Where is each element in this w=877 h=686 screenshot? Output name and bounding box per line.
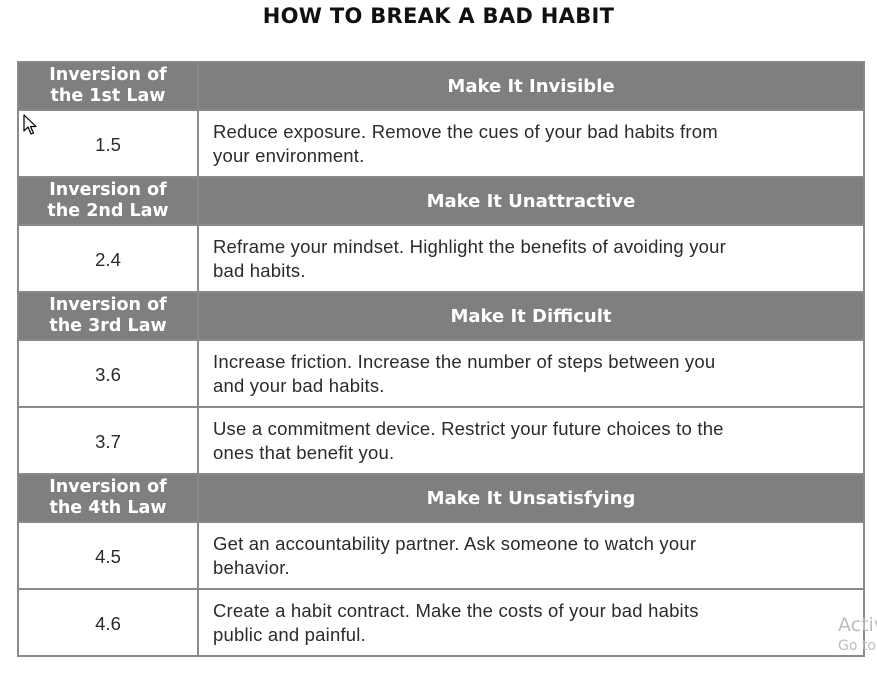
page-title: HOW TO BREAK A BAD HABIT bbox=[262, 4, 615, 28]
law-label: Inversion of the 4th Law bbox=[17, 473, 199, 523]
activation-watermark: Activ Go to bbox=[838, 613, 877, 655]
row-description: Reframe your mindset. Highlight the bene… bbox=[197, 224, 865, 293]
law-label: Inversion of the 1st Law bbox=[17, 61, 199, 111]
table-row: 2.4 Reframe your mindset. Highlight the … bbox=[17, 224, 865, 293]
law-label-line: the 2nd Law bbox=[47, 201, 169, 221]
law-label-line: the 3rd Law bbox=[49, 316, 167, 336]
law-label: Inversion of the 2nd Law bbox=[17, 176, 199, 226]
table-row: 3.6 Increase friction. Increase the numb… bbox=[17, 339, 865, 408]
row-number: 4.6 bbox=[17, 588, 199, 657]
law-label-line: Inversion of bbox=[49, 180, 167, 200]
section-header-row: Inversion of the 2nd Law Make It Unattra… bbox=[17, 176, 865, 226]
section-heading: Make It Difficult bbox=[197, 291, 865, 341]
row-number: 1.5 bbox=[17, 109, 199, 178]
section-heading: Make It Unsatisfying bbox=[197, 473, 865, 523]
table-row: 1.5 Reduce exposure. Remove the cues of … bbox=[17, 109, 865, 178]
section-heading: Make It Unattractive bbox=[197, 176, 865, 226]
row-description: Increase friction. Increase the number o… bbox=[197, 339, 865, 408]
watermark-line-2: Go to bbox=[838, 638, 876, 654]
row-number: 4.5 bbox=[17, 521, 199, 590]
section-header-row: Inversion of the 1st Law Make It Invisib… bbox=[17, 61, 865, 111]
table-row: 4.6 Create a habit contract. Make the co… bbox=[17, 588, 865, 657]
law-label-line: the 4th Law bbox=[49, 498, 167, 518]
law-label: Inversion of the 3rd Law bbox=[17, 291, 199, 341]
law-label-line: Inversion of bbox=[49, 65, 167, 85]
law-label-line: Inversion of bbox=[49, 295, 167, 315]
row-description: Create a habit contract. Make the costs … bbox=[197, 588, 865, 657]
row-description: Use a commitment device. Restrict your f… bbox=[197, 406, 865, 475]
row-number: 3.7 bbox=[17, 406, 199, 475]
row-number: 2.4 bbox=[17, 224, 199, 293]
table-row: 3.7 Use a commitment device. Restrict yo… bbox=[17, 406, 865, 475]
mouse-pointer-icon bbox=[23, 114, 37, 135]
law-label-line: Inversion of bbox=[49, 477, 167, 497]
table-row: 4.5 Get an accountability partner. Ask s… bbox=[17, 521, 865, 590]
row-description: Get an accountability partner. Ask someo… bbox=[197, 521, 865, 590]
section-header-row: Inversion of the 3rd Law Make It Difficu… bbox=[17, 291, 865, 341]
habit-table: Inversion of the 1st Law Make It Invisib… bbox=[17, 61, 865, 657]
law-label-line: the 1st Law bbox=[50, 86, 166, 106]
row-number: 3.6 bbox=[17, 339, 199, 408]
watermark-line-1: Activ bbox=[838, 614, 877, 636]
section-heading: Make It Invisible bbox=[197, 61, 865, 111]
section-header-row: Inversion of the 4th Law Make It Unsatis… bbox=[17, 473, 865, 523]
row-description: Reduce exposure. Remove the cues of your… bbox=[197, 109, 865, 178]
